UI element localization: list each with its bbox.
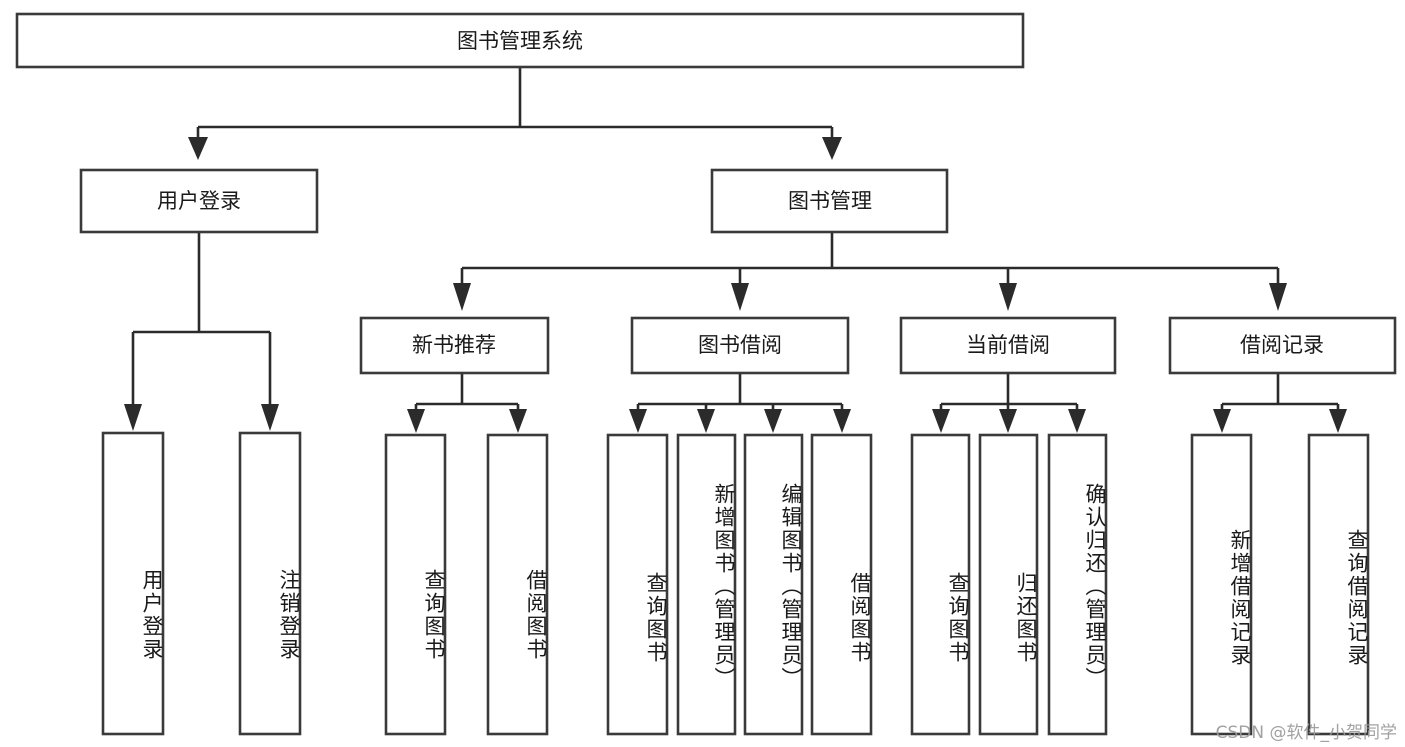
- node-box-borrow-record[interactable]: [1168, 316, 1397, 375]
- leaf-box-bookborrow-add[interactable]: [676, 433, 737, 736]
- node-box-new-book-recommend[interactable]: [359, 316, 550, 375]
- node-box-current-borrow[interactable]: [899, 316, 1117, 375]
- leaf-box-user-login-login[interactable]: [101, 431, 165, 736]
- node-label-borrow-record: 借阅记录: [1240, 333, 1324, 357]
- leaf-box-currentborrow-return[interactable]: [978, 433, 1039, 736]
- arrow-head-user-login-leaf: [124, 404, 142, 431]
- node-box-book-borrow[interactable]: [630, 316, 850, 375]
- arrow-head-book-borrow: [731, 283, 749, 311]
- leaf-box-bookborrow-borrow[interactable]: [810, 433, 873, 736]
- node-box-root[interactable]: [15, 12, 1025, 69]
- connector-group-borrow-record: [1213, 373, 1347, 433]
- leaf-box-currentborrow-query[interactable]: [910, 433, 971, 736]
- arrow-head-newbook-leaf2: [509, 409, 527, 433]
- arrow-head-bookborrow-leaf3: [764, 409, 782, 433]
- connector-group-root: [188, 67, 842, 160]
- leaf-box-currentborrow-confirm[interactable]: [1047, 433, 1108, 736]
- arrow-head-borrowrecord-leaf2: [1329, 409, 1347, 433]
- connector-group-book-management: [453, 232, 1287, 311]
- arrow-head-new-book-recommend: [453, 283, 471, 311]
- arrow-head-currentborrow-leaf3: [1068, 409, 1086, 433]
- leaf-box-bookborrow-query[interactable]: [606, 433, 669, 736]
- arrow-head-logout-leaf: [261, 404, 279, 431]
- arrow-head-currentborrow-leaf2: [999, 409, 1017, 433]
- watermark-text: CSDN @软件_小贺同学: [1215, 723, 1397, 743]
- connector-group-user-login: [124, 232, 279, 431]
- arrow-head-newbook-leaf1: [407, 409, 425, 433]
- connector-group-current-borrow: [932, 373, 1086, 433]
- leaf-box-borrowrecord-add[interactable]: [1190, 433, 1253, 736]
- node-label-book-management: 图书管理: [788, 189, 872, 213]
- arrow-head-borrow-record: [1269, 283, 1287, 311]
- node-box-user-login[interactable]: [79, 168, 319, 234]
- connector-group-new-book-recommend: [407, 373, 527, 433]
- arrow-head-book-mgmt: [822, 137, 842, 160]
- arrow-head-current-borrow: [999, 283, 1017, 311]
- leaf-box-user-login-logout[interactable]: [238, 431, 302, 736]
- connector-group-book-borrow: [629, 373, 851, 433]
- arrow-head-bookborrow-leaf2: [697, 409, 715, 433]
- arrow-head-bookborrow-leaf4: [833, 409, 851, 433]
- node-label-current-borrow: 当前借阅: [966, 333, 1050, 357]
- node-label-book-borrow: 图书借阅: [698, 333, 782, 357]
- node-box-book-management[interactable]: [710, 168, 949, 234]
- node-label-user-login: 用户登录: [157, 189, 241, 213]
- arrow-head-currentborrow-leaf1: [932, 409, 950, 433]
- leaf-box-newbook-borrow[interactable]: [486, 433, 549, 736]
- arrow-head-user-login: [188, 137, 208, 160]
- node-label-root: 图书管理系统: [457, 29, 583, 53]
- arrow-head-borrowrecord-leaf1: [1213, 409, 1231, 433]
- node-label-new-book-recommend: 新书推荐: [412, 333, 496, 357]
- arrow-head-bookborrow-leaf1: [629, 409, 647, 433]
- leaf-box-bookborrow-edit[interactable]: [743, 433, 804, 736]
- leaf-box-borrowrecord-query[interactable]: [1307, 433, 1370, 736]
- leaf-box-newbook-query[interactable]: [384, 433, 447, 736]
